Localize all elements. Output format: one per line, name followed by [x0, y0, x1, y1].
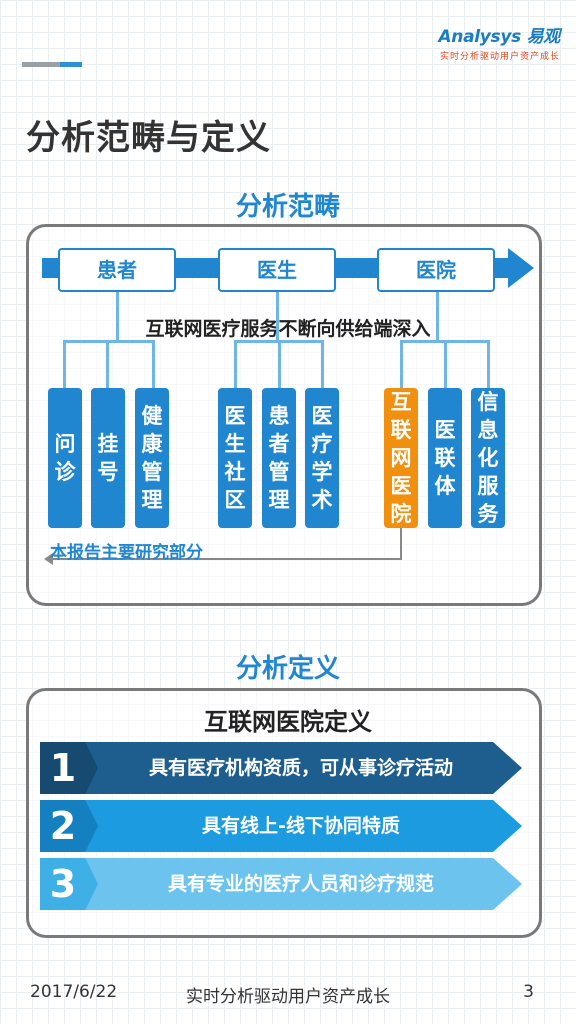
row-number-tab [40, 858, 98, 910]
page-title: 分析范畴与定义 [26, 118, 271, 158]
study-focus-label: 本报告主要研究部分 [50, 543, 203, 563]
scope-item-health-management: 健康管理 [135, 388, 169, 528]
connector [63, 340, 66, 388]
connector [276, 292, 279, 342]
scope-item-registration: 挂号 [91, 388, 125, 528]
trend-text: 互联网医疗服务不断向供给端深入 [145, 318, 431, 340]
row-band [40, 858, 522, 910]
row-text: 具有专业的医疗人员和诊疗规范 [167, 873, 434, 895]
definition-item-3: 3 具有专业的医疗人员和诊疗规范 [40, 858, 522, 910]
analysys-logo: Analysys 易观 实时分析驱动用户资产成长 [438, 22, 560, 62]
scope-item-medical-alliance: 医联体 [428, 388, 462, 528]
scope-item-consultation: 问诊 [48, 388, 82, 528]
row-band [40, 800, 522, 852]
footer-date: 2017/6/22 [30, 982, 118, 1002]
row-text: 具有线上-线下协同特质 [202, 815, 400, 837]
scope-item-information-service: 信息化服务 [471, 388, 505, 528]
connector [321, 340, 324, 388]
connector [436, 292, 439, 342]
logo-tagline: 实时分析驱动用户资产成长 [439, 52, 560, 62]
study-pointer-line [52, 558, 402, 560]
category-doctor: 医生 [218, 248, 336, 292]
row-number-tab [40, 742, 98, 794]
connector [116, 292, 119, 342]
scope-heading: 分析范畴 [235, 192, 340, 222]
logo-name: Analysys 易观 [438, 27, 560, 47]
row-number: 2 [49, 804, 77, 848]
definition-item-1: 1 具有医疗机构资质，可从事诊疗活动 [40, 742, 522, 794]
connector [106, 340, 109, 388]
connector [234, 340, 237, 388]
definition-heading: 分析定义 [235, 654, 340, 684]
connector [444, 340, 447, 388]
study-pointer-arrow-icon [44, 553, 53, 565]
connector [400, 340, 403, 388]
row-text: 具有医疗机构资质，可从事诊疗活动 [148, 757, 453, 779]
footer-center-text: 实时分析驱动用户资产成长 [186, 987, 390, 1007]
trend-arrow-head [508, 248, 534, 288]
scope-item-medical-academic: 医疗学术 [305, 388, 339, 528]
header-accent-bar [22, 62, 82, 67]
connector [278, 340, 281, 388]
scope-item-patient-management: 患者管理 [262, 388, 296, 528]
definition-box-title: 互联网医院定义 [204, 708, 372, 736]
category-hospital: 医院 [377, 248, 495, 292]
definition-item-2: 2 具有线上-线下协同特质 [40, 800, 522, 852]
page-number: 3 [523, 982, 534, 1002]
study-pointer-line [400, 528, 402, 560]
category-patient: 患者 [58, 248, 176, 292]
connector [487, 340, 490, 388]
row-number: 3 [49, 862, 77, 906]
connector [63, 340, 155, 343]
scope-item-doctor-community: 医生社区 [218, 388, 252, 528]
row-band [40, 742, 522, 794]
connector [152, 340, 155, 388]
row-number: 1 [49, 746, 77, 790]
row-number-tab [40, 800, 98, 852]
scope-item-internet-hospital: 互联网医院 [384, 388, 418, 528]
